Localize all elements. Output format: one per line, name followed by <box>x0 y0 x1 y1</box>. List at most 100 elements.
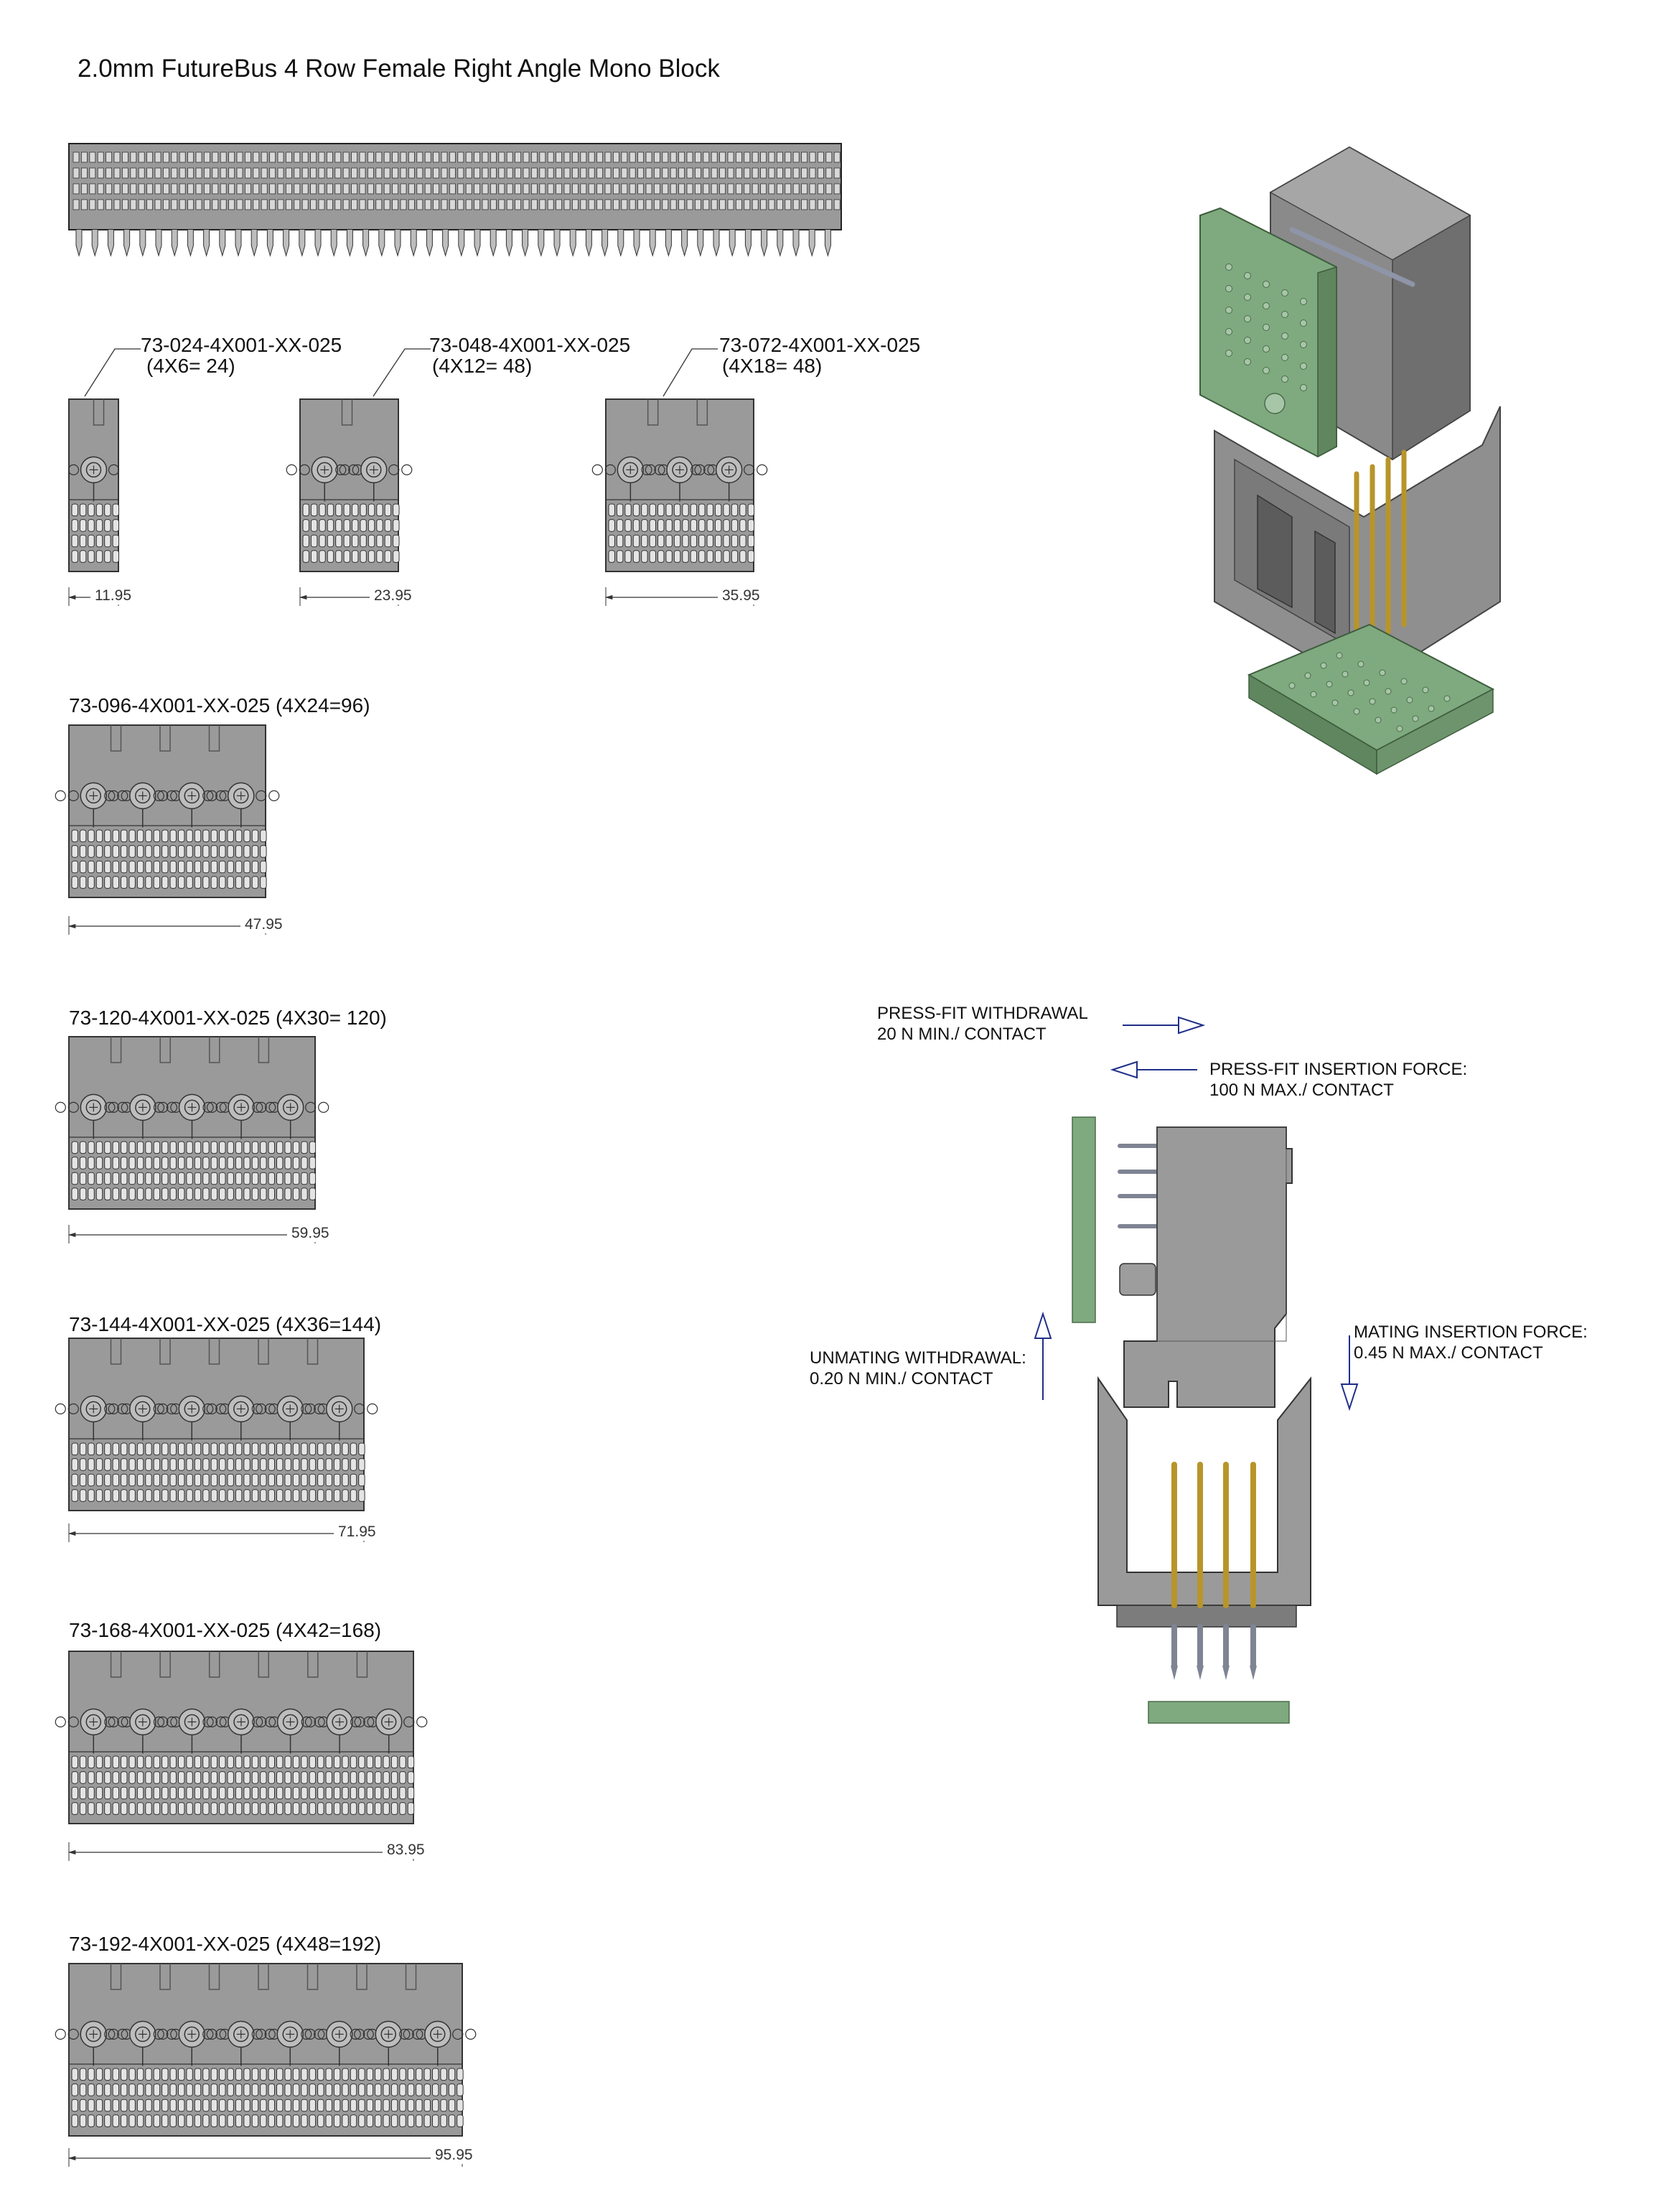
contact-cavity <box>292 1157 300 1170</box>
contact-cavity <box>333 1786 341 1800</box>
contact-cavity <box>350 1771 357 1784</box>
contact-cavity <box>342 1489 349 1502</box>
contact-cavity <box>301 1489 308 1502</box>
side-contact <box>695 151 701 163</box>
side-contact <box>777 199 783 210</box>
contact-cavity <box>268 2068 275 2081</box>
mounting-hole <box>622 462 639 478</box>
side-contact <box>236 151 243 163</box>
pcb-via <box>1244 358 1251 365</box>
contact-cavity <box>177 2099 185 2112</box>
contact-cavity <box>128 1786 136 1800</box>
side-contact <box>719 167 726 179</box>
contact-cavity <box>268 1141 275 1154</box>
contact-cavity <box>210 2083 218 2096</box>
contact-cavity <box>136 1172 144 1185</box>
contact-cavity <box>161 1755 169 1769</box>
contact-cavity <box>390 2099 398 2112</box>
side-contact <box>97 167 104 179</box>
contact-cavity <box>375 1771 382 1784</box>
pcb-via <box>1357 661 1364 668</box>
contact-cavity <box>71 845 78 858</box>
side-contact <box>588 167 595 179</box>
contact-cavity <box>71 503 78 517</box>
latch-slot <box>110 725 122 752</box>
contact-cavity <box>350 1802 357 1815</box>
arrow-head <box>1178 1016 1206 1035</box>
contact-cavity <box>235 1442 243 1456</box>
side-contact <box>596 151 603 163</box>
side-contact <box>654 167 660 179</box>
contact-cavity <box>457 2099 464 2112</box>
side-contact <box>301 183 309 195</box>
alignment-pin <box>403 2028 414 2040</box>
side-contact <box>506 183 513 195</box>
contact-cavity <box>227 1802 234 1815</box>
contact-cavity <box>169 1489 177 1502</box>
contact-cavity <box>112 2068 120 2081</box>
press-fit-pin <box>187 230 194 257</box>
alignment-pin <box>318 1101 329 1114</box>
contact-cavity <box>317 2114 324 2127</box>
contact-cavity <box>376 534 383 548</box>
contact-cavity <box>260 829 267 843</box>
contact-cavity <box>121 1187 128 1200</box>
side-contact <box>171 199 178 210</box>
contact-cavity <box>210 1802 218 1815</box>
pcb-via <box>1225 263 1232 271</box>
contact-cavity <box>95 860 103 874</box>
press-fit-pin <box>378 230 385 257</box>
contact-cavity <box>682 550 689 563</box>
contact-cavity <box>366 2083 374 2096</box>
contact-cavity <box>350 1442 357 1456</box>
side-contact <box>342 167 350 179</box>
pcb-via <box>1379 669 1386 676</box>
contact-cavity <box>112 2114 120 2127</box>
side-contact <box>637 199 644 210</box>
contact-cavity <box>739 519 746 532</box>
contact-cavity <box>153 829 161 843</box>
contact-cavity <box>210 1771 218 1784</box>
side-contact <box>825 183 833 195</box>
contact-cavity <box>376 503 383 517</box>
side-contact <box>506 151 513 163</box>
side-contact <box>416 167 423 179</box>
contact-cavity <box>423 2099 431 2112</box>
contact-cavity <box>358 1489 365 1502</box>
side-contact <box>760 151 767 163</box>
contact-cavity <box>161 845 169 858</box>
press-fit-pin <box>410 230 417 257</box>
side-contact <box>474 183 480 195</box>
contact-cavity <box>121 2083 128 2096</box>
contact-cavity <box>136 1755 144 1769</box>
contact-cavity <box>243 1157 251 1170</box>
contact-cavity <box>121 2114 128 2127</box>
contact-cavity <box>399 1786 406 1800</box>
alignment-pin <box>251 2028 263 2040</box>
press-fit-insertion-arrow <box>1110 1060 1197 1079</box>
side-contact <box>596 199 603 210</box>
contact-cavity <box>342 1442 349 1456</box>
contact-cavity <box>202 2099 210 2112</box>
contact-cavity <box>301 1442 308 1456</box>
mounting-hole <box>282 1714 299 1730</box>
side-contact <box>736 151 742 163</box>
side-contact <box>792 183 800 195</box>
side-contact <box>711 151 718 163</box>
contact-cavity <box>88 2099 95 2112</box>
side-contact <box>547 151 554 163</box>
contact-cavity <box>104 2083 111 2096</box>
side-contact <box>777 167 783 179</box>
contact-cavity <box>79 2114 87 2127</box>
press-fit-pin <box>458 230 465 257</box>
contact-cavity <box>153 845 161 858</box>
contact-cavity <box>145 1802 152 1815</box>
header-base <box>1116 1605 1297 1628</box>
side-contact <box>81 167 88 179</box>
alignment-pin <box>108 790 119 802</box>
pcb-via <box>1304 672 1311 679</box>
mounting-hole <box>85 2026 101 2043</box>
pcb-via <box>1342 671 1349 678</box>
contact-cavity <box>251 845 259 858</box>
contact-cavity <box>358 1802 365 1815</box>
